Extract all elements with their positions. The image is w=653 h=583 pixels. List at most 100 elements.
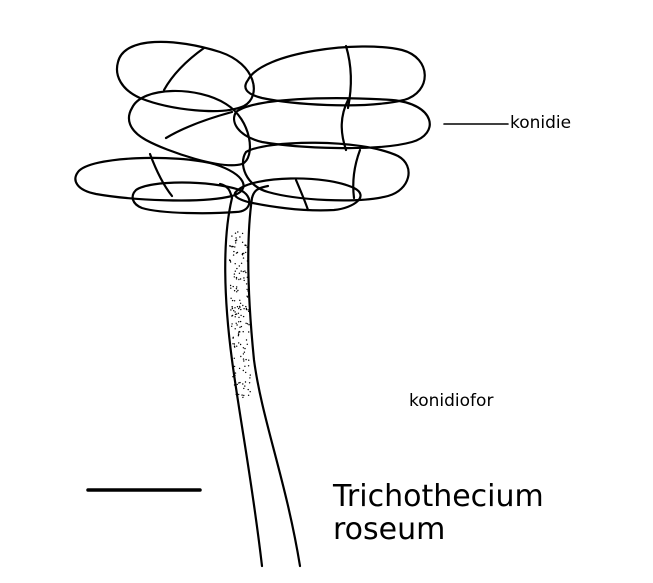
stipple-dot: [237, 384, 238, 385]
stipple-dot: [235, 240, 236, 241]
stipple-dot: [232, 246, 233, 247]
stipple-dot: [243, 316, 244, 317]
stipple-dot: [250, 374, 251, 375]
stipple-dot: [233, 251, 234, 252]
stipple-dot: [236, 288, 237, 289]
stipple-dot: [243, 395, 244, 396]
stipple-dot: [247, 344, 248, 345]
conidia-label: konidie: [510, 115, 571, 132]
stipple-dot: [244, 348, 245, 349]
stipple-dot: [243, 358, 244, 359]
species-name: Trichothecium roseum: [333, 480, 544, 546]
stipple-dot: [248, 331, 249, 332]
conidium: [75, 158, 243, 201]
stipple-dot: [236, 324, 237, 325]
stipple-dot: [246, 296, 247, 297]
conidium: [245, 47, 424, 106]
stipple-dot: [243, 308, 244, 309]
stipple-dot: [238, 335, 239, 336]
stipple-dot: [247, 277, 248, 278]
stipple-dot: [235, 271, 236, 272]
stipple-dot: [242, 383, 243, 384]
stipple-dot: [244, 366, 245, 367]
stipple-dot: [239, 368, 240, 369]
stipple-dot: [234, 366, 235, 367]
stipple-dot: [244, 352, 245, 353]
stipple-dot: [243, 370, 244, 371]
stipple-dot: [238, 279, 239, 280]
stipple-dot: [248, 309, 249, 310]
stipple-dot: [237, 231, 238, 232]
stipple-dot: [243, 360, 244, 361]
stipple-dot: [245, 323, 246, 324]
stipple-dot: [240, 315, 241, 316]
stipple-dot: [249, 382, 250, 383]
stipple-dot: [248, 324, 249, 325]
stipple-dot: [238, 382, 239, 383]
stipple-dot: [244, 385, 245, 386]
stipple-dot: [239, 236, 240, 237]
stipple-dot: [248, 360, 249, 361]
stipple-dot: [238, 333, 239, 334]
stipple-dot: [232, 308, 233, 309]
stipple-dot: [230, 285, 231, 286]
stipple-dot: [239, 306, 240, 307]
stipple-dot: [240, 278, 241, 279]
stipple-dot: [238, 308, 239, 309]
stipple-dot: [240, 344, 241, 345]
stipple-dot: [234, 307, 235, 308]
stipple-dot: [239, 300, 240, 301]
stipple-dot: [245, 306, 246, 307]
stipple-dot: [232, 315, 233, 316]
stipple-dot: [247, 247, 248, 248]
stipple-dot: [239, 273, 240, 274]
stipple-dot: [232, 376, 233, 377]
stipple-dot: [247, 323, 248, 324]
stipple-dot: [234, 290, 235, 291]
stipple-dot: [236, 394, 237, 395]
stipple-dot: [241, 270, 242, 271]
stipple-dot: [246, 289, 247, 290]
conidium: [243, 143, 409, 201]
stipple-dot: [236, 313, 237, 314]
stipple-dot: [235, 372, 236, 373]
stipple-dot: [245, 244, 246, 245]
stipple-dot: [236, 278, 237, 279]
conidiophore-label: konidiofor: [409, 393, 493, 410]
stipple-dot: [237, 306, 238, 307]
stipple-dot: [247, 260, 248, 261]
stipple-dot: [243, 271, 244, 272]
stipple-dot: [242, 254, 243, 255]
stipple-dot: [243, 347, 244, 348]
stipple-dot: [242, 305, 243, 306]
stipple-dot: [238, 317, 239, 318]
stipple-dot: [238, 321, 239, 322]
stipple-dot: [230, 309, 231, 310]
stipple-dot: [240, 356, 241, 357]
stipple-dot: [242, 233, 243, 234]
stipple-dot: [234, 300, 235, 301]
stipple-dot: [234, 246, 235, 247]
stipple-dot: [238, 394, 239, 395]
stipple-dot: [235, 328, 236, 329]
stipple-dot: [231, 323, 232, 324]
stipple-dot: [242, 397, 243, 398]
stipple-dot: [236, 252, 237, 253]
stipple-dot: [231, 326, 232, 327]
stipple-dot: [240, 303, 241, 304]
stipple-dot: [233, 337, 234, 338]
conidium: [129, 91, 250, 165]
stipple-dot: [246, 283, 247, 284]
species-epithet: roseum: [333, 513, 544, 546]
stipple-dot: [240, 321, 241, 322]
stipple-dot: [231, 246, 232, 247]
stipple-dot: [239, 327, 240, 328]
stipple-dot: [230, 245, 231, 246]
stipple-dot: [241, 263, 242, 264]
stipple-dot: [236, 323, 237, 324]
stipple-dot: [243, 388, 244, 389]
stipple-dot: [241, 326, 242, 327]
stipple-dot: [246, 308, 247, 309]
stipple-dot: [237, 290, 238, 291]
